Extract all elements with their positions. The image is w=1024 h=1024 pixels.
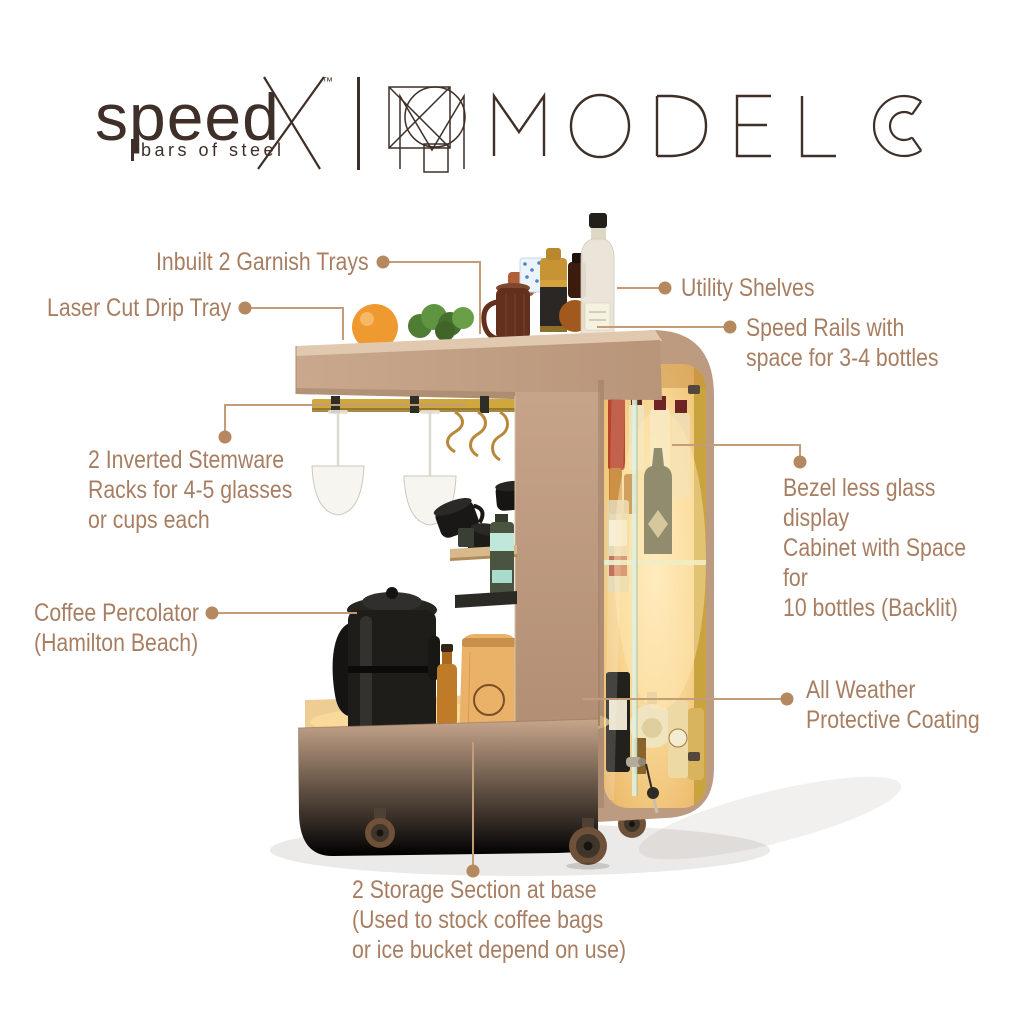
brand-tagline: bars of steel [131,139,285,161]
brand-wordmark: speed [95,80,280,154]
utility-shelves-item [450,514,517,608]
header-divider [357,77,360,170]
whisky-bottle [580,213,615,341]
callout-utility-shelves: Utility Shelves [681,274,815,302]
stemware-glasses [311,410,457,526]
coffee-percolator-item [332,587,440,748]
callout-coffee-percolator: Coffee Percolator (Hamilton Beach) [34,599,199,657]
callout-protective-coating: All Weather Protective Coating [806,676,980,734]
callout-speed-rails: Speed Rails with space for 3-4 bottles [746,314,939,372]
brand-x-icon [257,76,325,170]
caster-wheels [362,808,610,870]
model-wordmark [492,92,923,159]
top-shelf [295,330,662,400]
hinge [688,385,700,394]
garnish-herbs [408,304,474,341]
glass-door-edge [632,366,637,796]
cart-spine [514,380,604,808]
leader-dots [205,255,807,878]
callout-glass-cabinet: Bezel less glass display Cabinet with Sp… [783,474,967,622]
top-shelf-items [352,213,615,350]
callout-garnish-trays: Inbuilt 2 Garnish Trays [156,248,369,276]
leader-lines [212,261,801,866]
trademark-symbol: ™ [322,76,333,88]
callout-storage-sections: 2 Storage Section at base (Used to stock… [352,876,627,964]
glass-cabinet [596,330,714,822]
cabinet-lock-keys [626,757,659,814]
callout-stemware-racks: 2 Inverted Stemware Racks for 4-5 glasse… [88,446,293,534]
leather-mug [496,288,530,340]
model-monogram-icon [388,86,466,173]
callout-drip-tray: Laser Cut Drip Tray [47,294,232,322]
s-hooks [446,410,509,462]
cart-base [297,718,599,857]
syrup-bottle [437,644,457,726]
